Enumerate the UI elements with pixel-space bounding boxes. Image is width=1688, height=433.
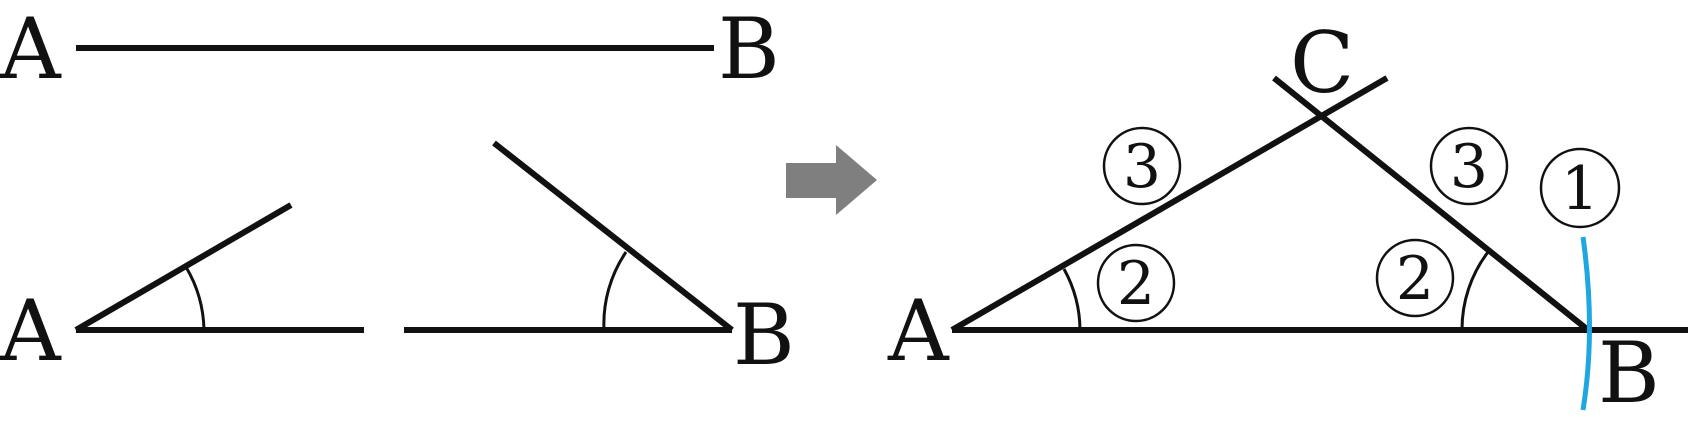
given-angle-b: B xyxy=(404,140,795,384)
angle-a-arc xyxy=(184,266,206,331)
label-b-construction: B xyxy=(1598,324,1660,422)
ray-from-b xyxy=(1272,75,1590,333)
step-marker-2-left-text: 2 xyxy=(1117,249,1155,319)
label-a-angle: A xyxy=(0,282,62,380)
step-marker-1-circle xyxy=(1539,147,1621,229)
label-b-top: B xyxy=(718,0,780,98)
construction-angle-b-arc xyxy=(1460,251,1490,331)
ray-from-a xyxy=(950,75,1389,333)
given-segment-ab: A B xyxy=(0,0,780,98)
label-a-construction: A xyxy=(887,282,950,380)
construction-angle-a-arc xyxy=(1062,268,1082,331)
angle-b-arc xyxy=(602,251,628,331)
label-b-angle: B xyxy=(733,286,795,384)
angle-a-ray xyxy=(74,202,293,333)
constructed-triangle: A B C 1 2 2 3 3 xyxy=(887,14,1688,422)
step-marker-2-right-circle xyxy=(1375,238,1455,318)
compass-arc xyxy=(1580,236,1592,411)
right-arrow-icon xyxy=(786,145,877,215)
label-c-construction: C xyxy=(1290,14,1354,112)
step-marker-1: 1 xyxy=(1539,147,1621,229)
step-marker-2-right-text: 2 xyxy=(1396,244,1434,314)
label-a-top: A xyxy=(0,0,62,98)
step-marker-3-right-text: 3 xyxy=(1450,132,1488,202)
step-marker-3-right-circle xyxy=(1429,126,1509,206)
step-marker-3-right: 3 xyxy=(1429,126,1509,206)
step-marker-3-left: 3 xyxy=(1102,126,1182,206)
angle-b-ray xyxy=(492,140,734,333)
step-marker-2-left-circle xyxy=(1096,243,1176,323)
step-marker-1-text: 1 xyxy=(1561,154,1599,224)
step-marker-2-right: 2 xyxy=(1375,238,1455,318)
step-marker-3-left-circle xyxy=(1102,126,1182,206)
given-angle-a: A xyxy=(0,202,364,380)
step-marker-2-left: 2 xyxy=(1096,243,1176,323)
step-marker-3-left-text: 3 xyxy=(1123,132,1161,202)
